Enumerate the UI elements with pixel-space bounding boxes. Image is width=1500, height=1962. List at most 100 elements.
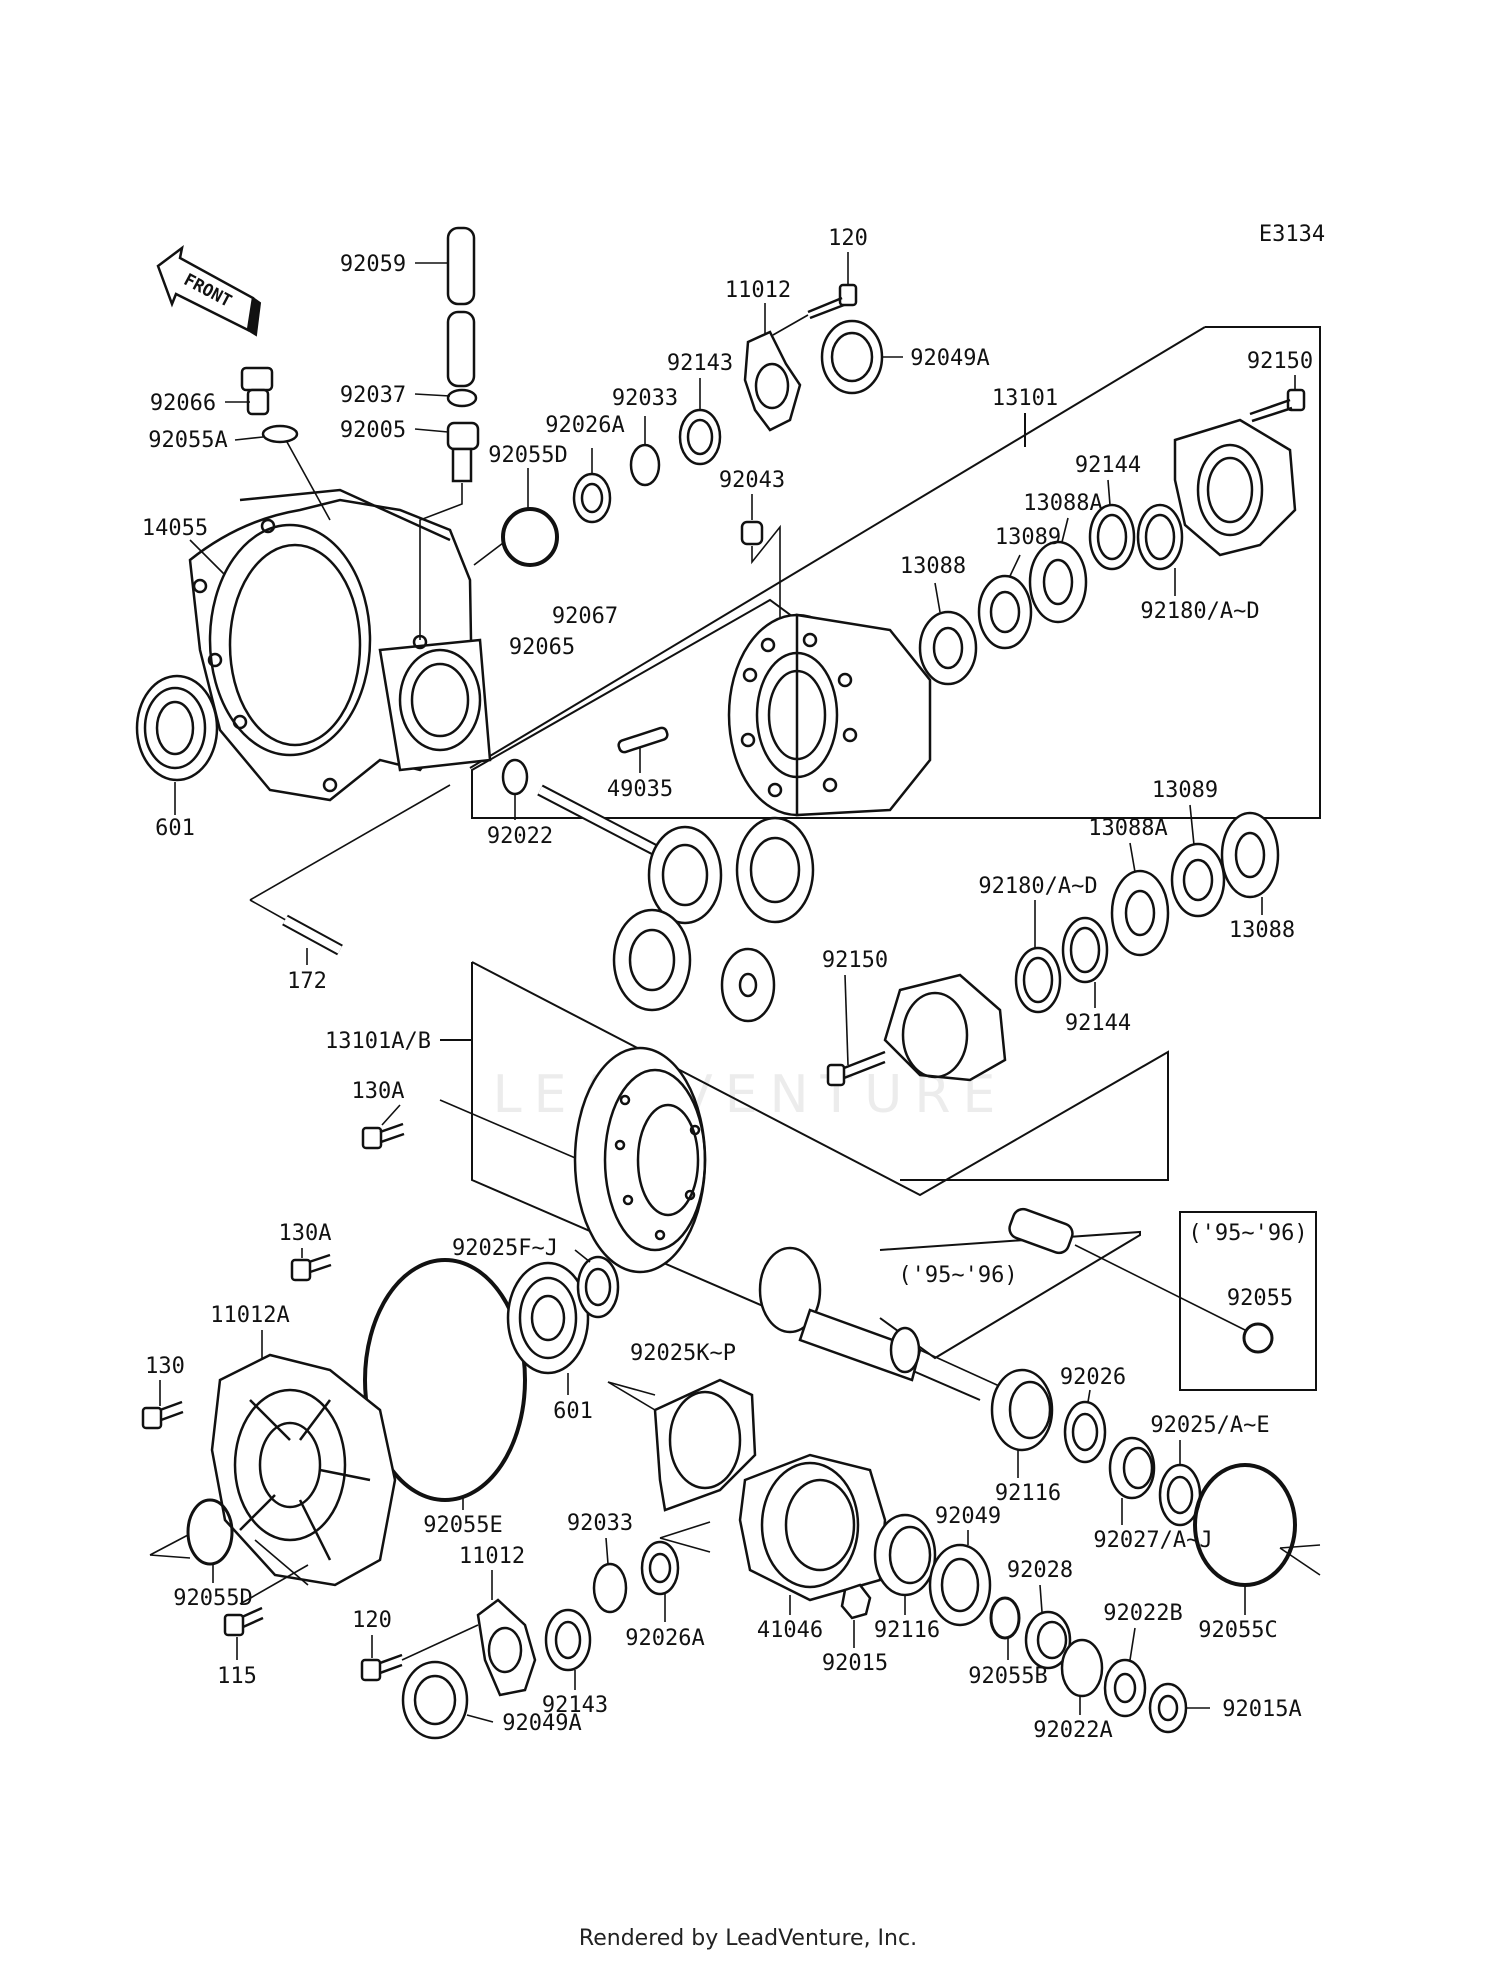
leader-92055a-down (286, 441, 331, 521)
bolt-130a-mid (290, 1253, 332, 1282)
leader-92055c-2 (1279, 1547, 1321, 1576)
callout-92015: 92015 (822, 1651, 888, 1676)
bolt-130 (141, 1400, 184, 1430)
washer-92022a (1060, 1638, 1104, 1698)
callout-92025fj: 92025F~J (452, 1236, 558, 1261)
fitting-92005 (446, 421, 480, 483)
callout-41046: 41046 (757, 1618, 823, 1643)
diff-case-outline-top (469, 326, 1206, 769)
leader-13089-top (1009, 554, 1021, 577)
washer-92022 (501, 758, 529, 796)
leader-172-frame (249, 784, 451, 901)
callout-120-top: 120 (828, 226, 868, 251)
callout-92144-mid: 92144 (1065, 1011, 1131, 1036)
leader-92028 (1039, 1584, 1043, 1613)
washer-92026a-top (572, 472, 612, 524)
oring-92055 (1242, 1322, 1274, 1354)
callout-labels: 120 11012 92049A 92059 92066 92055A 9203… (142, 226, 1313, 1743)
bolt-130a-top (361, 1122, 405, 1150)
nut-92015 (840, 1583, 872, 1620)
bearing-601-left (135, 674, 219, 782)
oring-92055b (989, 1596, 1021, 1640)
gasket-92025kp (653, 1378, 757, 1512)
leader-92025kp-2 (607, 1381, 656, 1396)
collar-92028 (1024, 1610, 1072, 1670)
callout-92116-bottom: 92116 (874, 1618, 940, 1643)
callout-601-left: 601 (155, 816, 195, 841)
ring-gear-outline (471, 962, 981, 1401)
leader-92055d-top-2 (473, 542, 504, 566)
washer-92026 (1063, 1400, 1107, 1464)
oring-92055c (1193, 1463, 1297, 1587)
callout-95-96-center: ('95~'96) (898, 1263, 1017, 1288)
bearing-92116-bottom (873, 1513, 937, 1597)
callout-11012a: 11012A (210, 1303, 289, 1328)
leader-92037 (414, 393, 451, 397)
callout-92026: 92026 (1060, 1365, 1126, 1390)
callout-92143-top: 92143 (667, 351, 733, 376)
callout-13089-mid: 13089 (1152, 778, 1218, 803)
leader-14055 (189, 539, 226, 576)
shim-92180-mid (1014, 946, 1062, 1014)
leader-13089-mid (1189, 804, 1195, 846)
washer-92026a-bottom (640, 1540, 680, 1596)
diff-cover-top (1173, 418, 1297, 557)
callout-92049: 92049 (935, 1504, 1001, 1529)
callout-115: 115 (217, 1664, 257, 1689)
leader-120-top-2 (772, 314, 809, 336)
oring-92055e (363, 1258, 527, 1502)
leader-130a-top-2 (439, 1099, 581, 1161)
callout-11012-bottom: 11012 (459, 1544, 525, 1569)
oring-92055d-bottom (186, 1498, 234, 1566)
leader-92055 (1074, 1244, 1246, 1331)
shim-92144-top (1088, 503, 1136, 571)
leader-92025kp (607, 1381, 656, 1411)
diff-cover-mid (883, 973, 1007, 1082)
leader-92022b (1129, 1627, 1136, 1661)
nut-92015a (1148, 1682, 1188, 1734)
collar-92027 (1108, 1436, 1156, 1500)
callout-92033-bottom: 92033 (567, 1511, 633, 1536)
bearing-601-bottom (506, 1255, 620, 1375)
leader-130a-top (381, 1104, 401, 1126)
footer-credit: Rendered by LeadVenture, Inc. (579, 1926, 917, 1951)
callout-92055d-top: 92055D (488, 443, 567, 468)
housing-41046 (738, 1453, 887, 1602)
callout-92144-top: 92144 (1075, 453, 1141, 478)
callout-92022a: 92022A (1033, 1718, 1112, 1743)
callout-92055e: 92055E (423, 1513, 502, 1538)
callout-92025kp: 92025K~P (630, 1341, 736, 1366)
collar-92143-top (678, 408, 722, 466)
callout-95-96-right: ('95~'96) (1188, 1221, 1307, 1246)
shim-92180-top (1136, 503, 1184, 571)
leader-92150-mid (844, 974, 849, 1066)
shim-92144-mid (1061, 916, 1109, 984)
callout-601-bottom: 601 (553, 1399, 593, 1424)
leader-92005 (414, 428, 449, 433)
callout-92022b: 92022B (1103, 1601, 1182, 1626)
plate-13088a-mid (1110, 869, 1170, 957)
leader-92055d-bottom (149, 1534, 189, 1556)
leader-92055a (234, 436, 264, 441)
cap-11012-top (743, 330, 802, 432)
leader-pinion-92116 (919, 1349, 1009, 1391)
collar-92143-bottom (544, 1608, 592, 1672)
callout-92150-mid: 92150 (822, 948, 888, 973)
callout-14055: 14055 (142, 516, 208, 541)
callout-92043: 92043 (719, 468, 785, 493)
callout-11012-top: 11012 (725, 278, 791, 303)
callout-13088a-mid: 13088A (1088, 816, 1167, 841)
callout-13088-mid: 13088 (1229, 918, 1295, 943)
callout-92026a-top: 92026A (545, 413, 624, 438)
leader-13088-top (934, 582, 941, 613)
box-95-96-center (879, 1230, 1141, 1360)
breather-tube (446, 226, 476, 388)
leader-115-2 (239, 1564, 309, 1605)
leader-92026 (1087, 1389, 1091, 1403)
plate-13088-top (918, 610, 978, 686)
cap-11012-bottom (476, 1598, 537, 1697)
oring-92055d-top (501, 507, 559, 567)
plate-13088a-top (1028, 540, 1088, 624)
diff-case-outline (471, 326, 1321, 819)
